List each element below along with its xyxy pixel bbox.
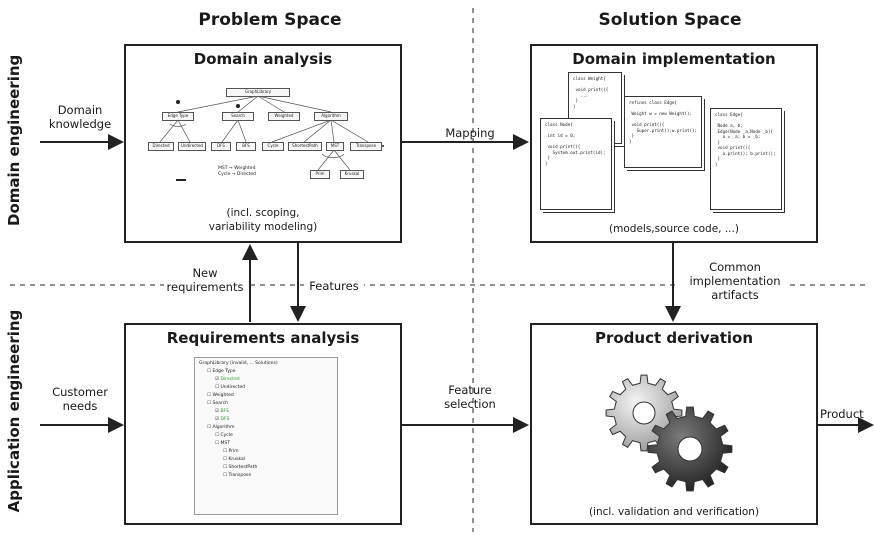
- tree-item[interactable]: ☑ Directed: [199, 376, 333, 384]
- fm-level1-3: Algorithm: [314, 112, 348, 121]
- tree-item-label: Prim: [228, 449, 239, 454]
- tree-item[interactable]: ☑ BFS: [199, 408, 333, 416]
- tree-item[interactable]: ☐ MST: [199, 440, 333, 448]
- checkbox-icon[interactable]: ☐: [207, 401, 213, 406]
- product-derivation-box: Product derivation (incl. validation and…: [530, 323, 818, 525]
- fm-level2-6: MST: [326, 142, 344, 151]
- checkbox-icon[interactable]: ☐: [223, 457, 229, 462]
- tree-item-label: ShortestPath: [228, 465, 258, 470]
- requirements-analysis-title: Requirements analysis: [166, 329, 360, 347]
- gears-icon: [605, 374, 733, 492]
- solution-space-header: Solution Space: [598, 10, 742, 30]
- tree-item-label: Algorithm: [212, 425, 235, 430]
- fm-level3-1: Kruskal: [340, 170, 364, 179]
- tree-item-label: Kruskal: [228, 457, 246, 462]
- domain-analysis-title: Domain analysis: [193, 50, 333, 68]
- problem-space-header: Problem Space: [198, 10, 342, 30]
- fm-level2-3: BFS: [236, 142, 256, 151]
- checkbox-icon[interactable]: ☐: [223, 449, 229, 454]
- fm-level1-2: Weighted: [268, 112, 300, 121]
- checkbox-icon[interactable]: ☑: [215, 409, 221, 414]
- checkbox-icon[interactable]: ☐: [215, 433, 221, 438]
- tree-item-label: MST: [220, 441, 230, 446]
- tree-item-label: Cycle: [220, 433, 233, 438]
- tree-item[interactable]: ☐ Algorithm: [199, 424, 333, 432]
- tree-item-label: BFS: [220, 409, 229, 414]
- checkbox-icon[interactable]: ☐: [207, 393, 213, 398]
- checkbox-icon[interactable]: ☐: [207, 425, 213, 430]
- tree-item-label: Edge Type: [212, 369, 236, 374]
- tree-item[interactable]: ☐ Edge Type: [199, 368, 333, 376]
- gear-hole: [632, 401, 656, 425]
- fm-level2-2: DFS: [211, 142, 231, 151]
- checkbox-icon[interactable]: ☐: [223, 465, 229, 470]
- fm-level2-4: Cycle: [262, 142, 284, 151]
- requirements-analysis-box: Requirements analysis GraphLibrary (inva…: [124, 323, 402, 525]
- tree-item[interactable]: ☐ Weighted: [199, 392, 333, 400]
- fm-level2-7: Transpose: [350, 142, 382, 151]
- fm-level2-5: ShortestPath: [288, 142, 322, 151]
- features-label: Features: [304, 279, 364, 293]
- tree-item-label: Undirected: [220, 385, 246, 390]
- tree-item[interactable]: ☐ Search: [199, 400, 333, 408]
- checkbox-icon[interactable]: ☐: [223, 473, 229, 478]
- tree-item-label: Search: [212, 401, 228, 406]
- mapping-label: Mapping: [445, 126, 495, 140]
- domain-implementation-note: (models,source code, ...): [609, 223, 739, 235]
- tree-item[interactable]: ☐ ShortestPath: [199, 464, 333, 472]
- product-derivation-title: Product derivation: [594, 329, 754, 347]
- product-derivation-note: (incl. validation and verification): [588, 506, 760, 518]
- domain-engineering-label: Domain engineering: [5, 54, 23, 226]
- fm-level2-1: Undirected: [178, 142, 206, 151]
- fm-level2-0: Directed: [148, 142, 174, 151]
- fm-root: GraphLibrary: [226, 88, 290, 97]
- domain-analysis-box: Domain analysis GraphLibrary Edge Type S…: [124, 44, 402, 243]
- configuration-tree: GraphLibrary (invalid, ... Solutions) ☐ …: [194, 357, 338, 515]
- application-engineering-label: Application engineering: [5, 309, 23, 513]
- code-doc-refines-edge: refines class Edge{ Weight w = new Weigh…: [624, 96, 702, 168]
- tree-item[interactable]: ☐ Undirected: [199, 384, 333, 392]
- tree-item[interactable]: ☑ DFS: [199, 416, 333, 424]
- tree-item-label: Directed: [220, 377, 240, 382]
- tree-item-label: Weighted: [212, 393, 234, 398]
- checkbox-icon[interactable]: ☐: [215, 441, 221, 446]
- domain-implementation-title: Domain implementation: [572, 50, 776, 68]
- tree-item-label: Transpose: [228, 473, 252, 478]
- fm-constraints: MST → Weighted Cycle → Directed: [218, 166, 257, 177]
- checkbox-icon[interactable]: ☑: [215, 377, 221, 382]
- domain-implementation-box: Domain implementation class Weight{ void…: [530, 44, 818, 243]
- fm-level3-0: Prim: [310, 170, 330, 179]
- feature-model-diagram: [159, 95, 384, 181]
- tree-item-label: DFS: [220, 417, 230, 422]
- domain-analysis-note: (incl. scoping,variability modeling): [208, 207, 318, 233]
- code-doc-node: class Node{ int id = 0; void print(){ Sy…: [540, 118, 612, 210]
- checkbox-icon[interactable]: ☐: [207, 369, 213, 374]
- code-doc-edge: class Edge{ Node a, b; Edge(Node _a,Node…: [710, 108, 782, 210]
- tree-item[interactable]: ☐ Cycle: [199, 432, 333, 440]
- tree-item[interactable]: ☐ Transpose: [199, 472, 333, 480]
- checkbox-icon[interactable]: ☐: [215, 385, 221, 390]
- fm-level1-0: Edge Type: [162, 112, 194, 121]
- tree-header: GraphLibrary (invalid, ... Solutions): [199, 361, 278, 366]
- tree-item[interactable]: ☐ Kruskal: [199, 456, 333, 464]
- checkbox-icon[interactable]: ☑: [215, 417, 221, 422]
- fm-level1-1: Search: [222, 112, 254, 121]
- product-label: Product: [820, 407, 864, 421]
- gear-hole: [677, 436, 703, 462]
- tree-item[interactable]: ☐ Prim: [199, 448, 333, 456]
